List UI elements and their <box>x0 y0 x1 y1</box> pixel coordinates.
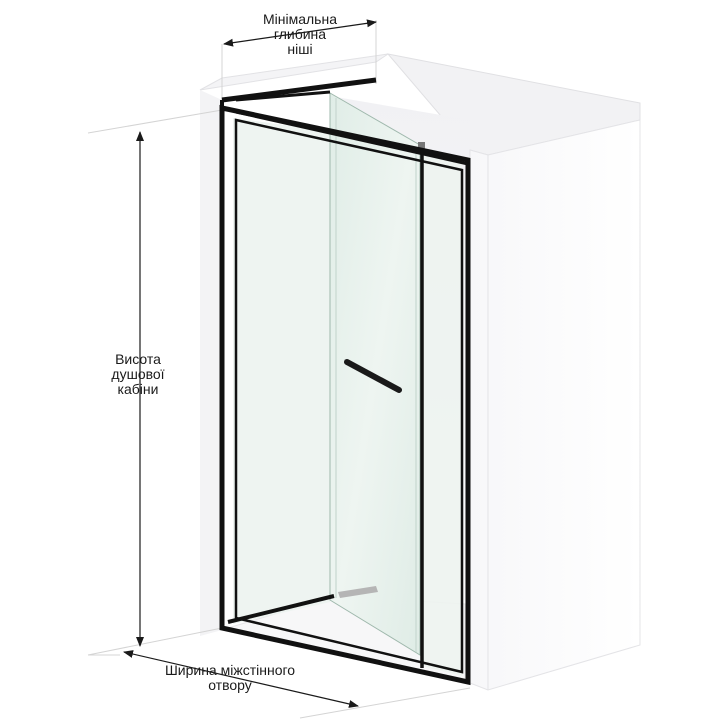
depth-dimension-arrow <box>223 19 377 47</box>
extension-lines <box>87 20 471 719</box>
width-label-line-1: Ширина міжстінного <box>164 662 296 678</box>
left-wall-face <box>200 90 222 636</box>
depth-label-line-2: глибина <box>273 26 327 42</box>
depth-label-line-1: Мінімальна <box>262 11 337 27</box>
height-label-line-3: кабіни <box>117 381 159 397</box>
width-label: Ширина міжстінного отвору <box>150 663 310 693</box>
black-frame <box>219 77 471 686</box>
frame-top-wall-rail <box>221 77 377 103</box>
door-handle <box>344 359 402 393</box>
fixed-glass-panel <box>233 118 330 624</box>
door-bottom-hinge <box>338 586 378 598</box>
width-dimension-arrow <box>123 650 359 708</box>
width-label-line-2: отвору <box>208 677 252 693</box>
frame-inner <box>234 118 464 674</box>
dimension-arrows <box>123 19 377 708</box>
depth-label-line-3: ніші <box>287 41 313 57</box>
fixed-glass-side <box>422 150 462 676</box>
depth-label: Мінімальна глибина ніші <box>250 12 350 57</box>
right-wall-face <box>469 119 641 691</box>
frame-outer <box>219 104 471 686</box>
hinged-door <box>329 92 425 656</box>
height-label-line-1: Висота <box>115 351 161 367</box>
height-label-line-2: душової <box>111 366 165 382</box>
door-top-pivot <box>418 142 425 152</box>
height-label: Висота душової кабіни <box>98 352 178 397</box>
